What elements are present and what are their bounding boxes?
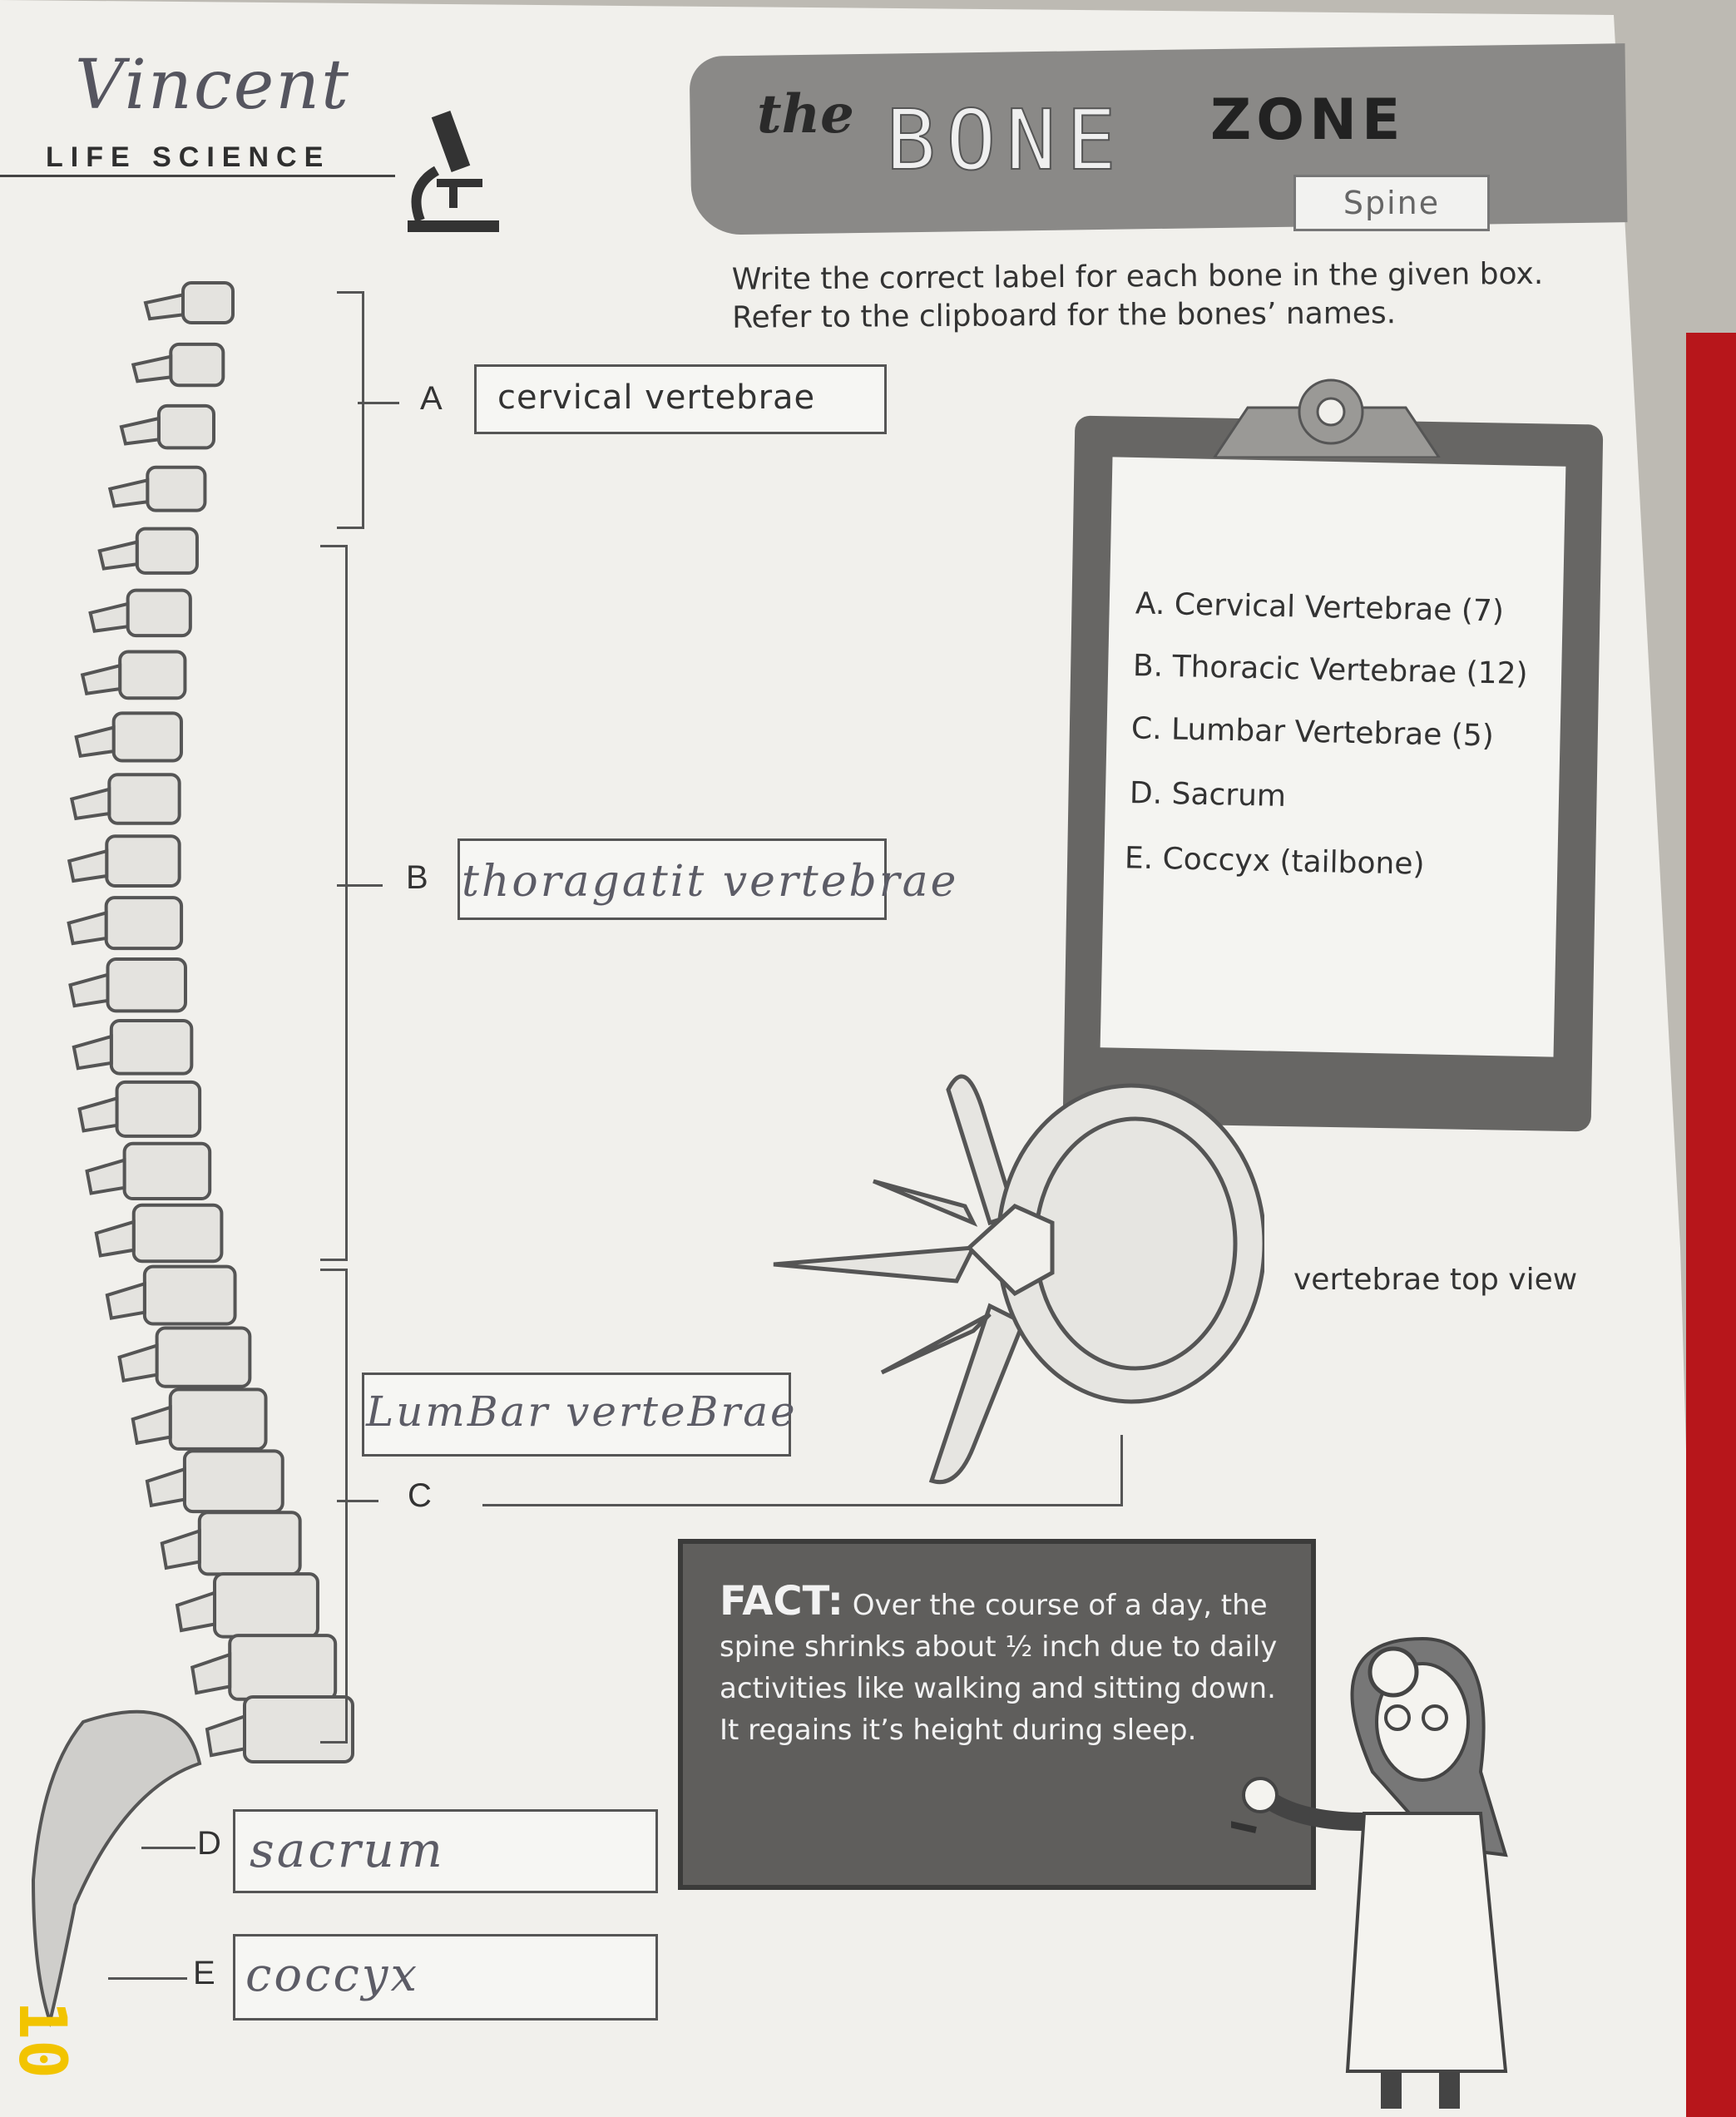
- vertebra-process: [147, 1469, 185, 1506]
- vertebra-top-view-illustration: [765, 1056, 1264, 1489]
- vertebra-process: [100, 542, 137, 569]
- vertebra-process: [96, 1222, 134, 1256]
- vertebra-process: [91, 604, 128, 631]
- vertebra-body: [114, 713, 181, 760]
- answer-text-d: sacrum: [250, 1822, 445, 1878]
- bracket-c: [320, 1269, 348, 1744]
- label-line-a: [358, 402, 399, 404]
- vertebra-body: [159, 406, 214, 448]
- vertebra-body: [200, 1512, 300, 1574]
- clipboard-item-d: D. Sacrum: [1130, 776, 1287, 814]
- vertebra-process: [70, 975, 107, 1006]
- label-line-e: [108, 1977, 187, 1980]
- vertebra-body: [106, 898, 181, 948]
- price-sticker: 10: [4, 2001, 79, 2079]
- microscope-icon: [391, 104, 507, 237]
- vertebra-process: [77, 728, 114, 756]
- answer-text-c: LumBar verteBrae: [366, 1387, 798, 1436]
- vertebra-process: [162, 1531, 200, 1567]
- vertebra-process: [107, 1284, 145, 1318]
- answer-text-a: cervical vertebrae: [497, 378, 815, 417]
- vertebra-body: [147, 467, 205, 511]
- vertebra-body: [171, 344, 223, 385]
- vertebra-body: [111, 1021, 192, 1074]
- label-letter-c: C: [408, 1477, 432, 1515]
- vertebra-body: [120, 651, 185, 698]
- vertebra-body: [145, 1267, 235, 1324]
- title-the: the: [757, 83, 854, 146]
- label-line-d: [141, 1847, 195, 1849]
- scientist-illustration: [1231, 1605, 1630, 2117]
- vertebra-process: [69, 851, 106, 881]
- vertebra-body: [107, 959, 185, 1011]
- vertebra-body: [117, 1082, 200, 1136]
- vertebra-process: [133, 357, 171, 382]
- vertebra-process: [146, 294, 183, 319]
- subject-rule: [0, 175, 395, 177]
- label-line-b: [337, 884, 383, 887]
- student-name: Vincent: [75, 46, 350, 125]
- vertebra-process: [87, 1160, 125, 1194]
- vertebra-process: [207, 1716, 245, 1755]
- vertebra-process: [177, 1593, 215, 1630]
- section-tag: Spine: [1293, 175, 1490, 231]
- answer-text-b: thoragatit vertebrae: [462, 857, 958, 907]
- vertebra-process: [120, 1346, 157, 1381]
- label-letter-e: E: [193, 1955, 215, 1992]
- vertebra-body: [125, 1144, 210, 1199]
- vertebra-process: [69, 913, 106, 943]
- label-letter-d: D: [197, 1825, 221, 1862]
- bracket-a: [337, 291, 364, 529]
- title-bone: BONE: [886, 92, 1126, 189]
- vertebra-body: [185, 1451, 283, 1511]
- vertebra-body: [137, 529, 197, 573]
- fact-heading: FACT:: [720, 1578, 843, 1625]
- vertebra-body: [171, 1389, 266, 1448]
- instructions: Write the correct label for each bone in…: [732, 255, 1615, 337]
- vertebra-process: [72, 789, 109, 819]
- label-letter-b: B: [406, 859, 428, 897]
- clipboard-paper: [1100, 457, 1566, 1056]
- fact-text: FACT: Over the course of a day, the spin…: [720, 1580, 1285, 1751]
- vertebra-process: [192, 1655, 230, 1693]
- label-letter-a: A: [420, 380, 443, 418]
- title-zone: ZONE: [1210, 87, 1405, 153]
- vertebra-process: [121, 418, 159, 443]
- vertebra-process: [82, 665, 120, 693]
- background-fabric: [1686, 333, 1736, 2117]
- clipboard-clip-icon: [1198, 378, 1456, 458]
- subject-label: LIFE SCIENCE: [46, 141, 330, 174]
- pointer-line-c: [482, 1504, 1123, 1506]
- vertebra-body: [106, 836, 179, 886]
- vertebra-process: [133, 1407, 171, 1443]
- bracket-b: [320, 545, 348, 1261]
- vertebra-process: [80, 1098, 117, 1130]
- label-line-c: [337, 1500, 378, 1502]
- answer-box-a[interactable]: cervical vertebrae: [474, 364, 887, 434]
- vertebra-caption: vertebrae top view: [1293, 1263, 1577, 1297]
- vertebra-body: [134, 1205, 222, 1262]
- clipboard-item-e: E. Coccyx (tailbone): [1125, 841, 1425, 882]
- vertebra-body: [109, 774, 179, 823]
- answer-text-e: coccyx: [245, 1948, 419, 2002]
- vertebra-process: [110, 480, 147, 506]
- vertebra-body: [215, 1574, 318, 1636]
- vertebra-body: [128, 591, 190, 636]
- vertebra-body: [183, 283, 233, 323]
- vertebra-process: [74, 1036, 111, 1068]
- vertebra-body: [157, 1328, 250, 1387]
